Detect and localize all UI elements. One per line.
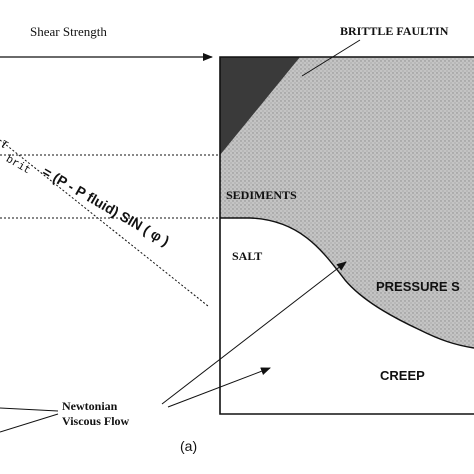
brittle-faulting-region — [220, 57, 300, 155]
sediments-label: SEDIMENTS — [226, 188, 297, 202]
figure-caption: (a) — [180, 438, 197, 454]
formula-equation: = (P - P fluid) SIN ( φ ) — [40, 163, 172, 249]
formula-tau: τ — [0, 135, 13, 153]
newtonian-pointer-left-1 — [0, 407, 59, 412]
sediments-pressure-region — [220, 57, 474, 348]
region-box — [219, 56, 474, 415]
creep-label: CREEP — [380, 368, 425, 383]
newtonian-label-line2: Viscous Flow — [62, 414, 130, 428]
salt-label: SALT — [232, 249, 262, 263]
newtonian-arrow-upper — [161, 261, 347, 405]
shear-strength-formula: τ brit = (P - P fluid) SIN ( φ ) — [0, 135, 172, 249]
brittle-faulting-label: BRITTLE FAULTIN — [340, 24, 449, 38]
newtonian-arrow-lower — [167, 367, 271, 408]
salt-boundary-curve — [220, 217, 474, 349]
box-outline — [219, 56, 474, 415]
dotted-line-diagonal — [0, 139, 209, 307]
shear-strength-label: Shear Strength — [30, 24, 107, 39]
brittle-faulting-pointer — [301, 39, 361, 77]
newtonian-pointer-left-2 — [0, 413, 59, 433]
pressure-solution-label: PRESSURE S — [376, 279, 460, 294]
newtonian-label-line1: Newtonian — [62, 399, 118, 413]
formula-subscript: brit — [3, 154, 32, 178]
salt-creep-region — [220, 218, 474, 414]
